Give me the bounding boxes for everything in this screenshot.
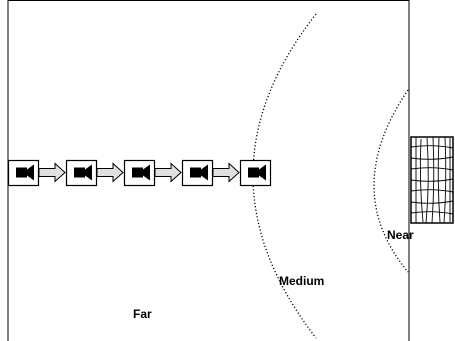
camera-icon <box>239 159 272 187</box>
medium-zone-label: Medium <box>279 274 324 288</box>
arrow-right-icon <box>96 162 124 183</box>
camera-icon <box>7 159 40 187</box>
camera-icon <box>123 159 156 187</box>
goal-net-icon <box>410 136 454 224</box>
medium-zone-boundary <box>252 13 317 339</box>
arrow-right-icon <box>38 162 66 183</box>
far-zone-label: Far <box>133 307 152 321</box>
camera-chain <box>7 159 272 187</box>
arrow-right-icon <box>212 162 240 183</box>
near-zone-label: Near <box>387 228 414 242</box>
arrow-right-icon <box>154 162 182 183</box>
camera-icon <box>181 159 214 187</box>
near-zone-boundary <box>373 89 409 273</box>
camera-icon <box>65 159 98 187</box>
